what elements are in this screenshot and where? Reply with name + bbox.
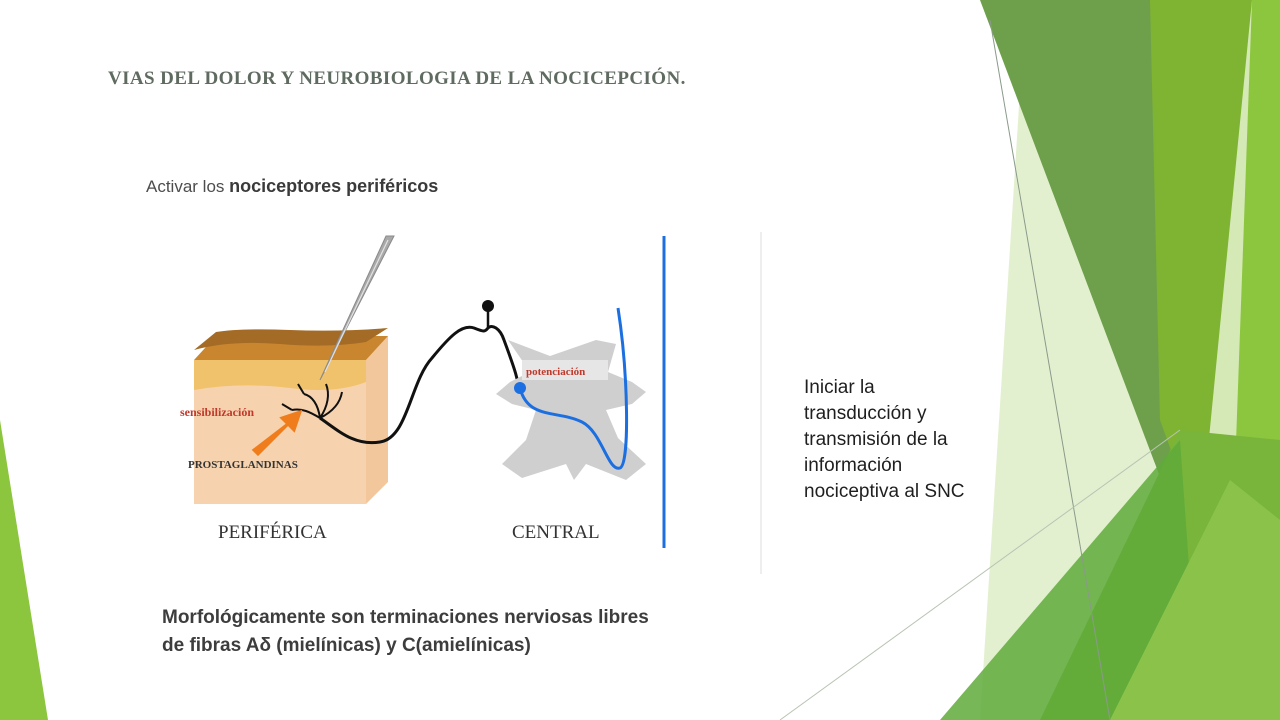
thin-line-a <box>989 19 1111 720</box>
thin-line-b <box>779 429 1181 720</box>
needle-highlight <box>324 239 389 373</box>
prostaglandins-label: PROSTAGLANDINAS <box>188 459 298 471</box>
morphology-description: Morfológicamente son terminaciones nervi… <box>162 607 649 656</box>
potentiation-box <box>522 360 608 380</box>
peripheral-label: PERIFÉRICA <box>218 521 327 543</box>
central-label: CENTRAL <box>512 522 600 543</box>
transduction-description: Iniciar la transducción y transmisión de… <box>804 377 965 502</box>
nociception-diagram: potenciación sensibilización PROSTAGLAND… <box>170 232 762 574</box>
skin-epidermis <box>194 360 366 390</box>
nerve-fiber <box>319 325 520 445</box>
right-bottom-green-c <box>1110 480 1280 720</box>
right-green-wedge-c <box>1235 0 1280 470</box>
central-fiber <box>518 307 629 470</box>
prostaglandin-arrow <box>251 409 303 457</box>
sensitization-label: sensibilización <box>180 405 254 419</box>
potentiation-label: potenciación <box>526 366 585 378</box>
subtitle-prefix: Activar los <box>146 177 230 196</box>
synapse-dot <box>514 382 526 394</box>
right-green-wedge-a <box>980 0 1200 530</box>
left-green-wedge <box>0 420 48 720</box>
slide-title: VIAS DEL DOLOR Y NEUROBIOLOGIA DE LA NOC… <box>108 68 686 89</box>
free-nerve-endings <box>281 383 343 419</box>
right-bottom-green-b <box>940 440 1200 720</box>
skin-top-layer <box>194 328 388 350</box>
skin-side <box>366 336 388 504</box>
right-green-wedge-b <box>1150 0 1252 530</box>
subtitle: Activar los nociceptores periféricos <box>146 176 438 197</box>
subtitle-emphasis: nociceptores periféricos <box>229 176 439 196</box>
diagram-svg: potenciación sensibilización PROSTAGLAND… <box>180 232 762 574</box>
neuron-soma <box>482 300 494 312</box>
